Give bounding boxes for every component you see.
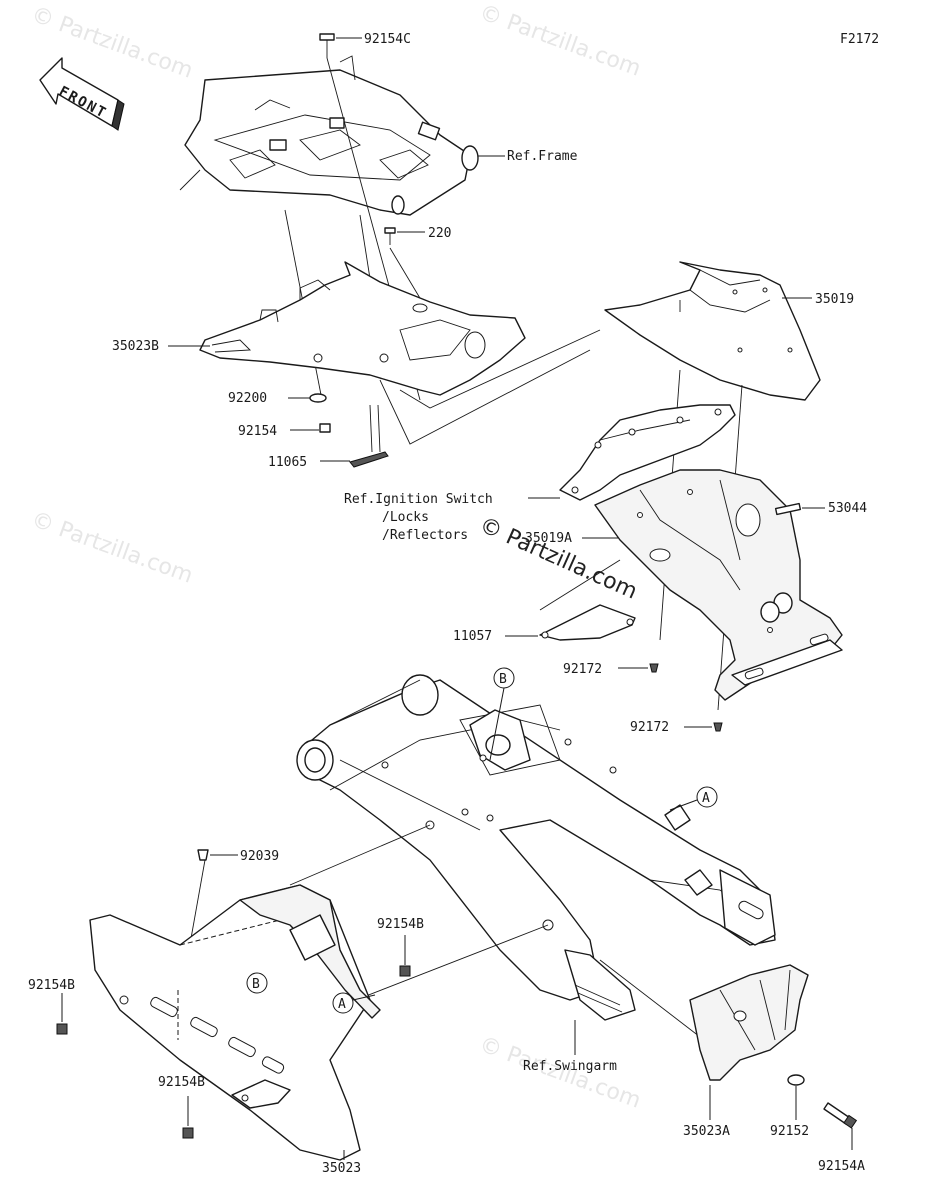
label-35019A: 35019A: [525, 531, 572, 546]
bolt-92154B-bottom: [182, 1096, 194, 1139]
label-35023B: 35023B: [112, 339, 159, 354]
label-92154A: 92154A: [818, 1159, 865, 1174]
label-92200: 92200: [228, 391, 267, 406]
part-35023B-undertray: [199, 261, 526, 396]
bolt-92154C: [319, 33, 362, 58]
bolt-92154A: [823, 1102, 858, 1150]
label-ref-ignition-switch: Ref.Ignition Switch: [344, 492, 493, 507]
frame-assembly: [179, 55, 479, 216]
label-ref-swingarm: Ref.Swingarm: [523, 1059, 617, 1074]
label-35023: 35023: [322, 1161, 361, 1176]
label-ref-locks: /Locks: [382, 510, 429, 525]
bolt-92154: [290, 423, 331, 433]
label-35023A: 35023A: [683, 1124, 730, 1139]
label-92154C: 92154C: [364, 32, 411, 47]
watermark: © Partzilla.com: [476, 0, 644, 82]
label-92154B-right: 92154B: [377, 917, 424, 932]
label-92154B-left: 92154B: [28, 978, 75, 993]
bolt-92154B-left: [56, 993, 68, 1035]
callout-a-left-text: A: [338, 997, 346, 1012]
label-35019: 35019: [815, 292, 854, 307]
label-92172-a: 92172: [563, 662, 602, 677]
figure-id: F2172: [840, 32, 879, 47]
callout-a-left: [332, 992, 354, 1014]
callout-b-left: [246, 972, 268, 994]
front-arrow-icon: FRONT: [39, 57, 125, 131]
label-92152: 92152: [770, 1124, 809, 1139]
swingarm-assembly: [296, 674, 776, 1021]
bolt-92154B-right: [399, 935, 411, 977]
label-92154B-bottom: 92154B: [158, 1075, 205, 1090]
part-35023A-chain-guard: [689, 964, 809, 1081]
part-35019-rear-cowl: [604, 261, 821, 401]
callout-a-right: [696, 786, 718, 808]
bolt-220: [384, 227, 425, 245]
watermark: © Partzilla.com: [28, 507, 196, 589]
screw-92172-b: [684, 722, 723, 732]
callout-b-top-text: B: [499, 672, 507, 687]
screw-92172-a: [618, 663, 659, 673]
callout-a-right-text: A: [702, 791, 710, 806]
label-92172-b: 92172: [630, 720, 669, 735]
washer-92152: [787, 1074, 805, 1086]
label-11065: 11065: [268, 455, 307, 470]
label-220: 220: [428, 226, 451, 241]
label-92039: 92039: [240, 849, 279, 864]
part-35023-chain-guard: [89, 884, 381, 1161]
washer-92200: [309, 393, 327, 403]
clip-11065: [320, 404, 389, 468]
label-92154: 92154: [238, 424, 277, 439]
clip-92039: [197, 849, 238, 861]
label-11057: 11057: [453, 629, 492, 644]
label-ref-reflectors: /Reflectors: [382, 528, 468, 543]
part-35019A-rear-fender: [594, 469, 843, 701]
label-53044: 53044: [828, 501, 867, 516]
bracket-ignition-switch: [559, 404, 736, 501]
callout-b-left-text: B: [252, 977, 260, 992]
pin-53044: [774, 502, 825, 516]
plate-11057: [505, 559, 636, 641]
label-ref-frame: Ref.Frame: [507, 149, 578, 164]
